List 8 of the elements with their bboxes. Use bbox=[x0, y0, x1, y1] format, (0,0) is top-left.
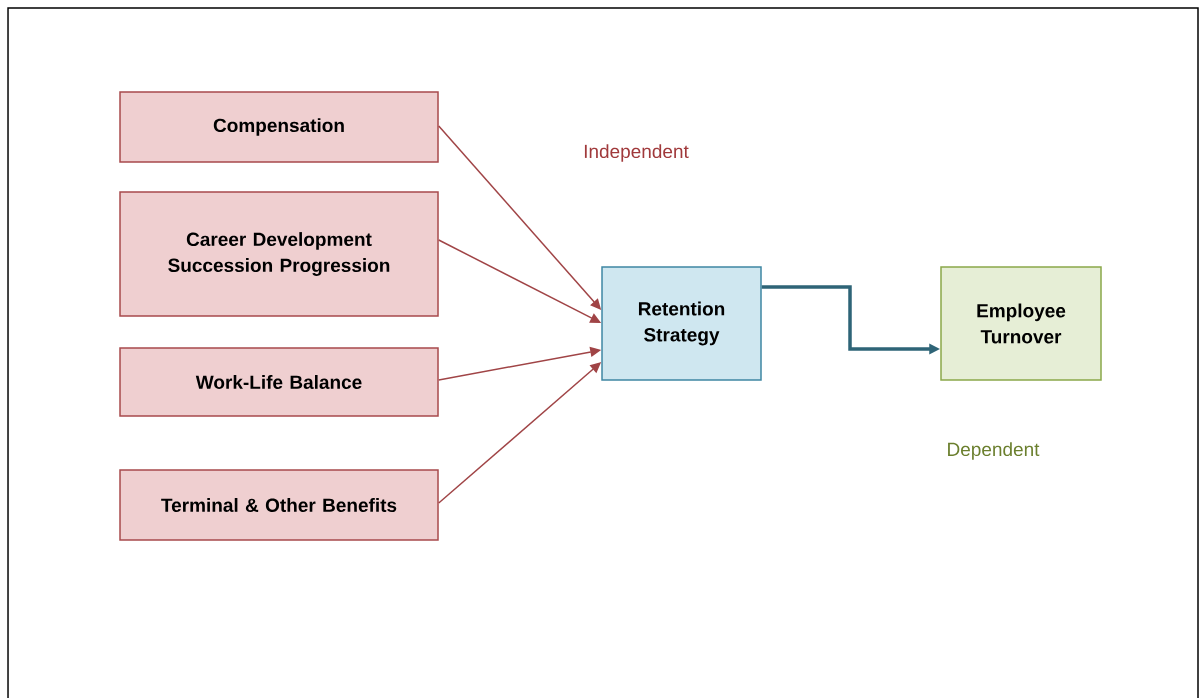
box: Employee Turnover bbox=[940, 266, 1102, 381]
box: Retention Strategy bbox=[601, 266, 762, 381]
box: Work-Life Balance bbox=[119, 347, 439, 417]
box: Terminal & Other Benefits bbox=[119, 469, 439, 541]
variable-label: Independent bbox=[584, 144, 689, 162]
box: Career Development Succession Progression bbox=[119, 191, 439, 317]
box: Compensation bbox=[119, 91, 439, 163]
variable-label: Dependent bbox=[948, 442, 1040, 460]
